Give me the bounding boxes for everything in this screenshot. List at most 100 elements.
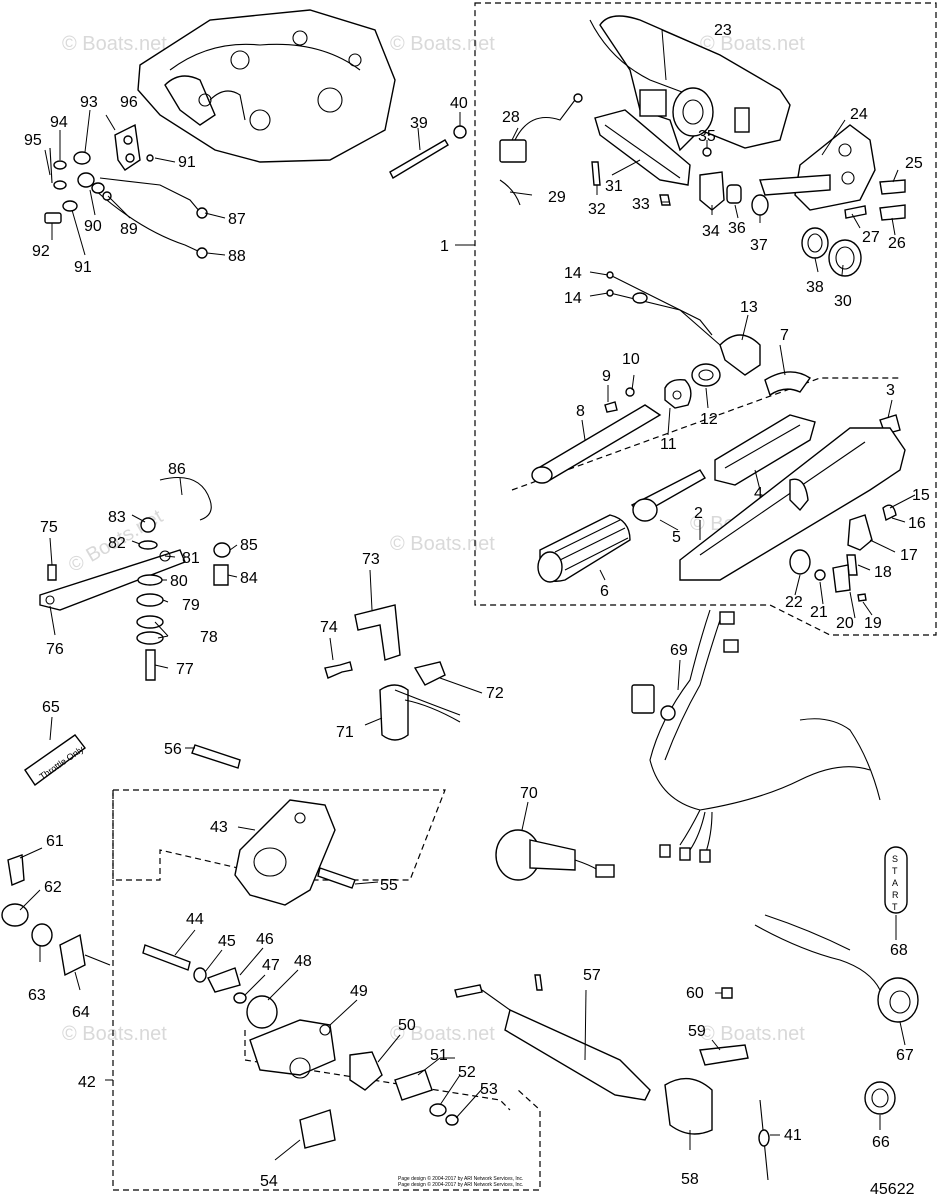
callout-44: 44 [186,911,204,928]
callout-47: 47 [262,957,280,974]
copyright-note: Page design © 2004-2017 by ARI Network S… [398,1175,523,1182]
callout-11: 11 [660,436,677,453]
part-66-hole [871,1088,889,1108]
callout-52: 52 [458,1064,476,1081]
friction-parts [39,476,231,681]
callout-88: 88 [228,248,246,265]
callout-42: 42 [78,1074,96,1091]
callout-91b: 91 [74,259,92,276]
callout-89: 89 [120,221,138,238]
callout-65: 65 [42,699,60,716]
parts-61-64 [1,854,111,977]
callout-72: 72 [486,685,504,702]
callout-16: 16 [908,515,926,532]
callout-67: 67 [896,1047,914,1064]
callout-41: 41 [784,1127,802,1144]
callout-55: 55 [380,877,398,894]
callout-13: 13 [740,299,758,316]
callout-14a: 14 [564,265,582,282]
callout-25: 25 [905,155,923,172]
figure-number: 45622 [870,1181,915,1198]
callout-76: 76 [46,641,64,658]
svg-text:A: A [892,878,898,888]
assembly-1-inner-guide [511,377,900,491]
callout-31: 31 [605,178,623,195]
callout-60: 60 [686,985,704,1002]
callout-5: 5 [672,529,681,546]
callout-7: 7 [780,327,789,344]
callout-91a: 91 [178,154,196,171]
callout-28: 28 [502,109,520,126]
callout-8: 8 [576,403,585,420]
callout-58: 58 [681,1171,699,1188]
callout-53: 53 [480,1081,498,1098]
callout-23: 23 [714,22,732,39]
callout-45: 45 [218,933,236,950]
assembly-42-boundary-top [112,789,446,881]
callout-94: 94 [50,114,68,131]
callout-56: 56 [164,741,182,758]
callout-82: 82 [108,535,126,552]
decal-68-text: S [892,854,898,864]
callout-75: 75 [40,519,58,536]
callout-78: 78 [200,629,218,646]
wiring-harness [631,609,881,863]
watermarks: © Boats.net © Boats.net © Boats.net © Bo… [62,33,805,1045]
assembly-42-inner-guide [244,1030,511,1111]
assembly-1-boundary [474,2,937,636]
callout-30: 30 [834,293,852,310]
callout-35: 35 [698,128,716,145]
callout-86: 86 [168,461,186,478]
callout-4: 4 [754,485,763,502]
watermark: © Boats.net [62,33,167,55]
callout-81: 81 [182,550,200,567]
callout-20: 20 [836,615,854,632]
callout-24: 24 [850,106,868,123]
callout-15: 15 [912,487,930,504]
copyright-note: Page design © 2004-2017 by ARI Network S… [398,1181,523,1188]
callout-68: 68 [890,942,908,959]
watermark: © Boats.net [700,1023,805,1045]
callout-73: 73 [362,551,380,568]
svg-text:T: T [892,902,898,912]
throttle-linkage [44,123,208,259]
callout-9: 9 [602,368,611,385]
callout-46: 46 [256,931,274,948]
callout-50: 50 [398,1017,416,1034]
watermark: © Boats.net [390,33,495,55]
callout-17: 17 [900,547,918,564]
callout-64: 64 [72,1004,90,1021]
callout-29: 29 [548,189,566,206]
start-switch-67 [754,914,919,1023]
decal-68: S T A R T [884,846,908,914]
callout-79: 79 [182,597,200,614]
part-66 [864,1081,896,1115]
callout-62: 62 [44,879,62,896]
callout-34: 34 [702,223,720,240]
callout-69: 69 [670,642,688,659]
carburetor-plate [137,9,396,163]
callout-40: 40 [450,95,468,112]
callout-22: 22 [785,594,803,611]
callout-95: 95 [24,132,42,149]
callout-74: 74 [320,619,338,636]
callout-18: 18 [874,564,892,581]
callout-43: 43 [210,819,228,836]
callout-21: 21 [810,604,828,621]
callout-92: 92 [32,243,50,260]
callout-48: 48 [294,953,312,970]
callout-70: 70 [520,785,538,802]
callout-85: 85 [240,537,258,554]
watermark: © Boats.net [390,533,495,555]
callout-61: 61 [46,833,64,850]
callout-71: 71 [336,724,354,741]
callout-84: 84 [240,570,258,587]
callout-1: 1 [440,238,449,255]
callout-49: 49 [350,983,368,1000]
callout-83: 83 [108,509,126,526]
callout-57: 57 [583,967,601,984]
parts-44-54 [142,944,459,1149]
callout-93: 93 [80,94,98,111]
plate-43 [191,744,356,906]
svg-text:R: R [892,890,899,900]
